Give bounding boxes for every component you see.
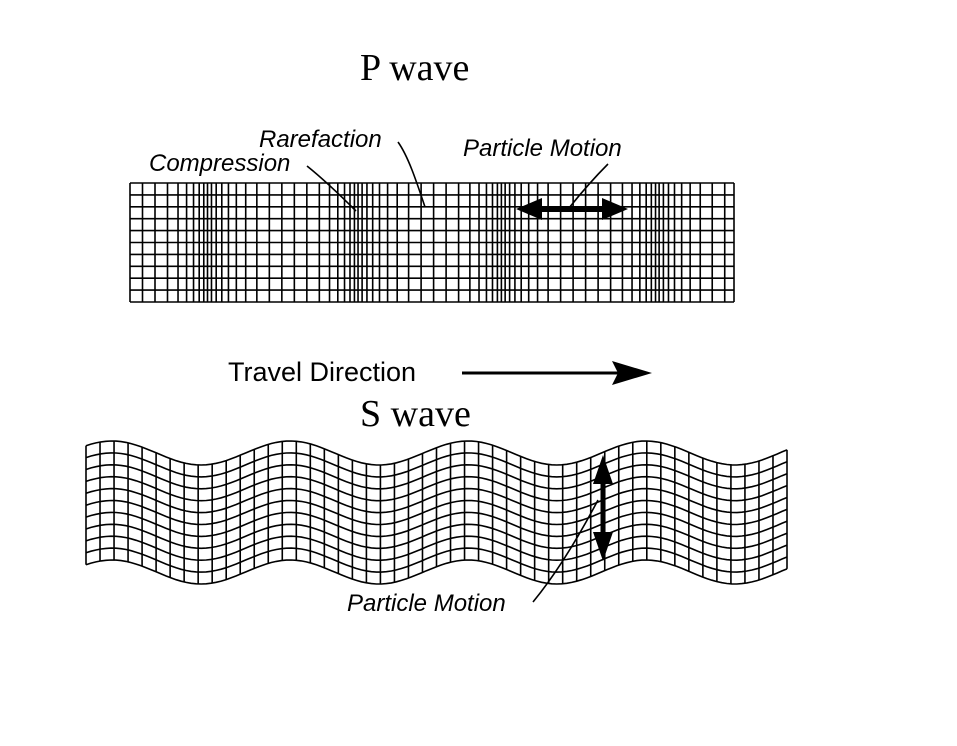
p-wave-grid [129, 182, 735, 303]
p-particle-motion-arrow [516, 198, 628, 220]
s-particle-motion-arrow [593, 455, 613, 561]
rarefaction-label: Rarefaction [259, 126, 382, 153]
p-particle-motion-leader [568, 163, 609, 209]
s-particle-motion-leader [532, 499, 599, 603]
s-particle-motion-label: Particle Motion [347, 590, 506, 617]
p-wave-title: P wave [360, 47, 469, 89]
p-particle-motion-label: Particle Motion [463, 135, 622, 162]
s-wave-grid [85, 440, 788, 585]
compression-label: Compression [149, 150, 290, 177]
s-wave-title: S wave [360, 393, 471, 435]
rarefaction-leader [397, 141, 426, 208]
travel-direction-label: Travel Direction [228, 357, 416, 387]
travel-direction-arrow [462, 361, 652, 385]
compression-leader [306, 165, 357, 212]
